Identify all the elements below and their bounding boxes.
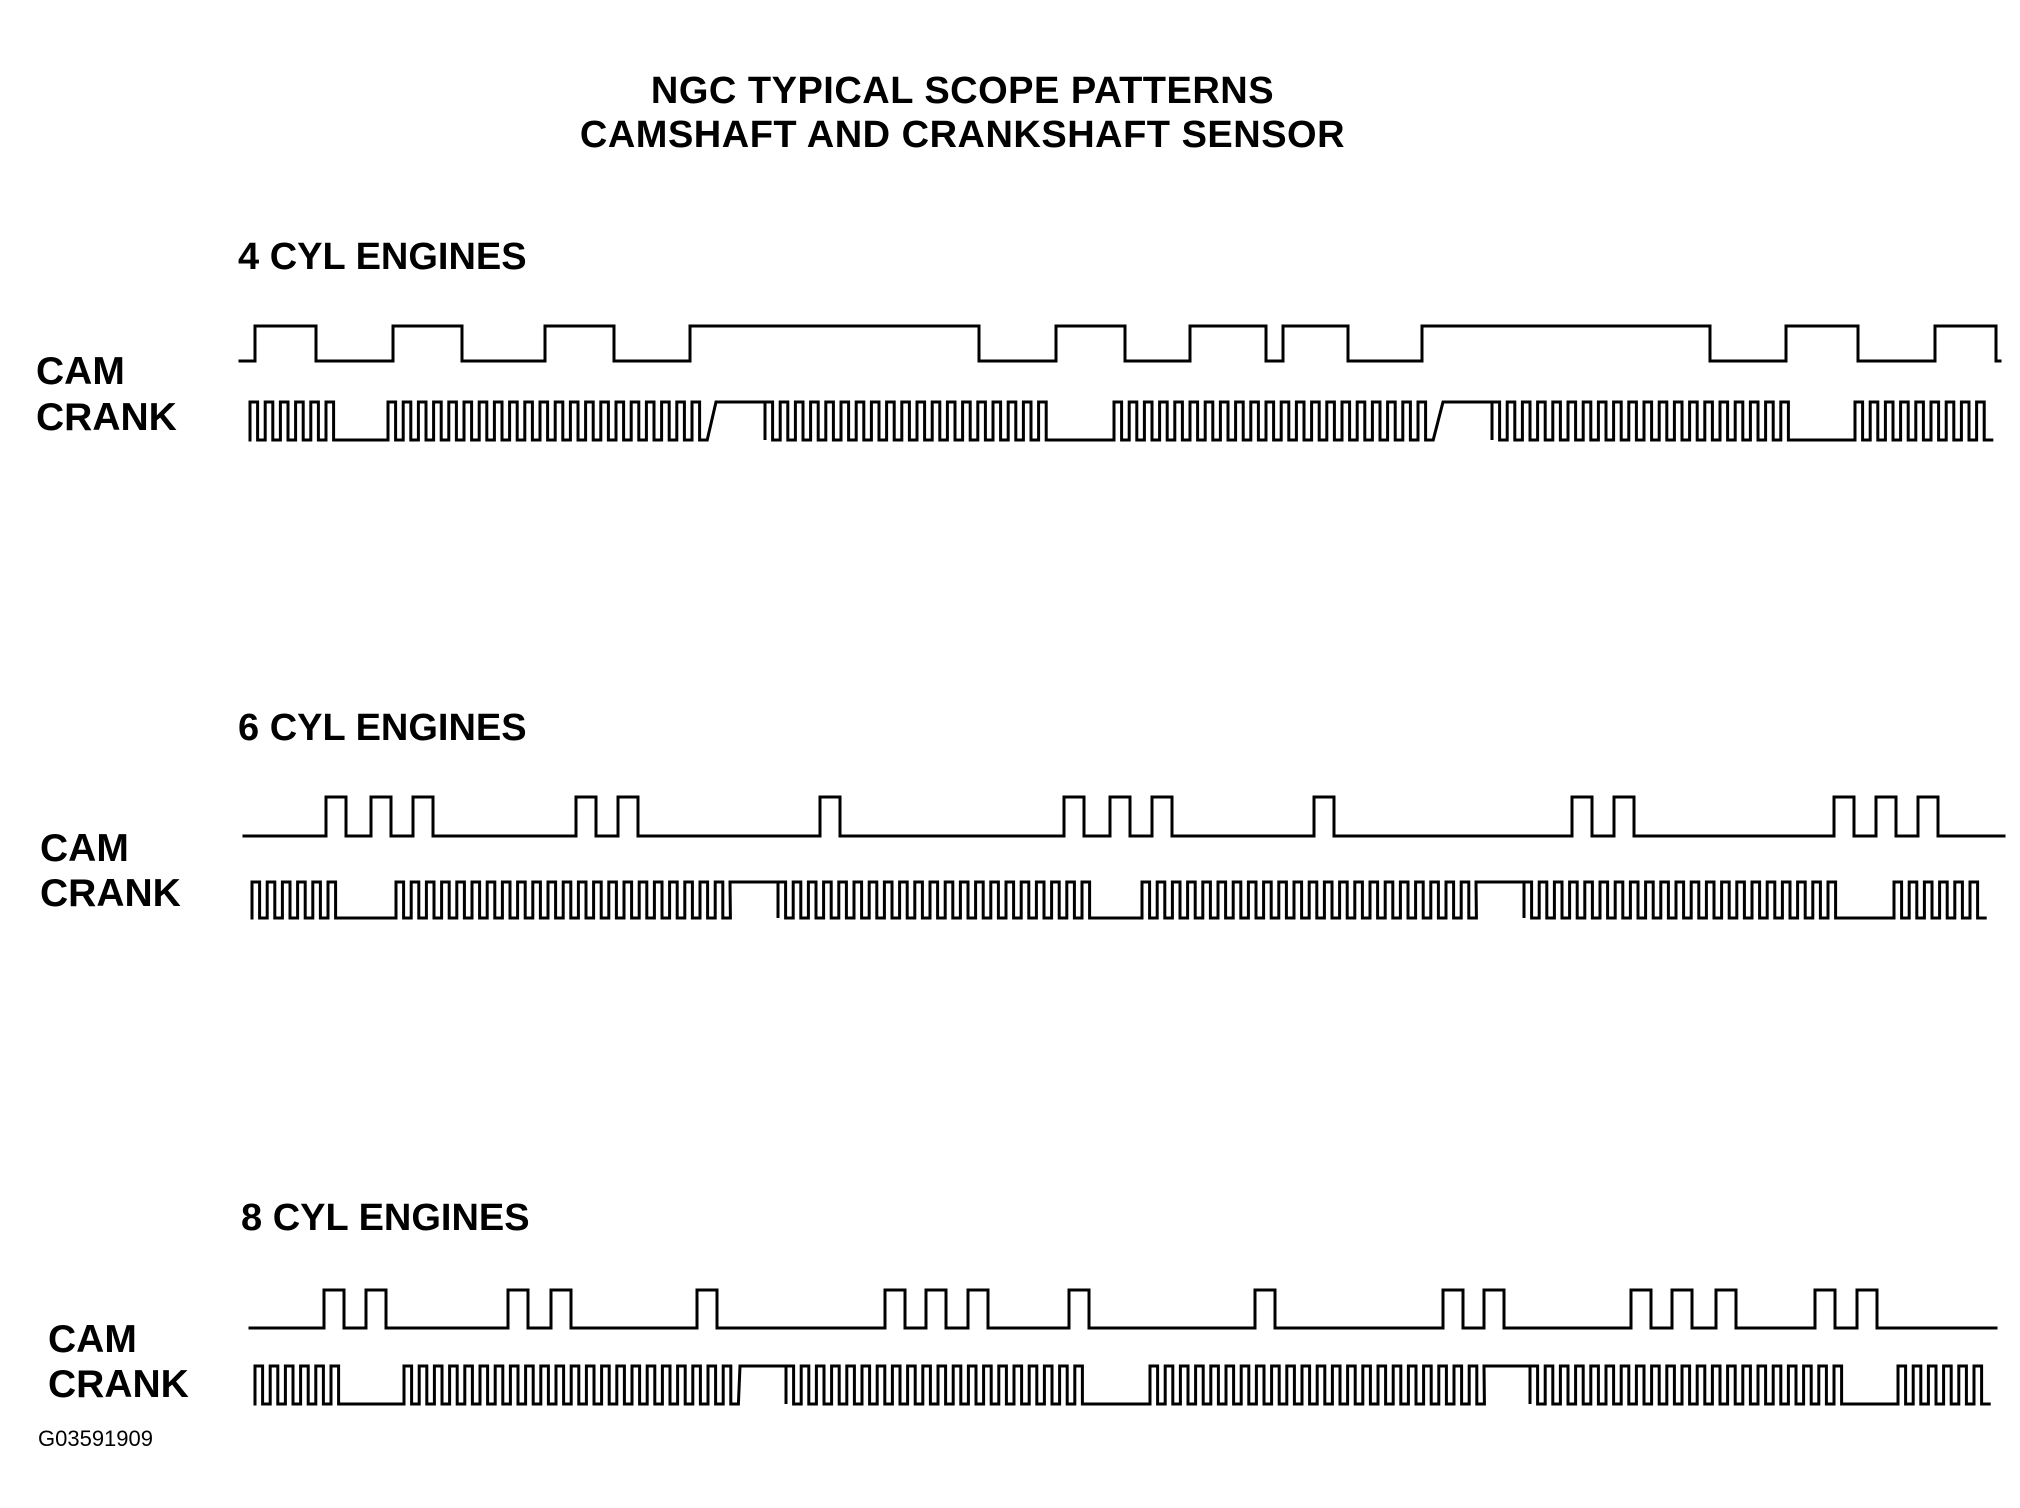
cam-label-4-cyl: CAM xyxy=(36,350,125,393)
crank-label-6-cyl: CRANK xyxy=(40,872,181,915)
cam-label-8-cyl: CAM xyxy=(48,1318,137,1361)
figure-id: G03591909 xyxy=(38,1426,153,1451)
section-heading-6-cyl: 6 CYL ENGINES xyxy=(238,707,527,749)
crank-label-4-cyl: CRANK xyxy=(36,396,177,439)
diagram-title-line-1: NGC TYPICAL SCOPE PATTERNS xyxy=(650,70,1275,112)
waveform-group-4-cyl xyxy=(238,324,2002,442)
crank-waveform-6-cyl xyxy=(250,880,1987,920)
cam-waveform-8-cyl xyxy=(248,1288,1998,1330)
waveform-group-8-cyl xyxy=(248,1288,1998,1406)
cam-label-6-cyl: CAM xyxy=(40,827,129,870)
cam-waveform-6-cyl xyxy=(242,795,2006,838)
waveform-group-6-cyl xyxy=(242,795,2006,920)
section-heading-8-cyl: 8 CYL ENGINES xyxy=(241,1197,530,1239)
crank-waveform-4-cyl xyxy=(248,400,1994,442)
diagram-title-line-2: CAMSHAFT AND CRANKSHAFT SENSOR xyxy=(579,114,1346,156)
section-heading-4-cyl: 4 CYL ENGINES xyxy=(238,236,527,278)
crank-waveform-8-cyl xyxy=(253,1364,1991,1406)
crank-label-8-cyl: CRANK xyxy=(48,1363,189,1406)
cam-waveform-4-cyl xyxy=(238,324,2002,363)
